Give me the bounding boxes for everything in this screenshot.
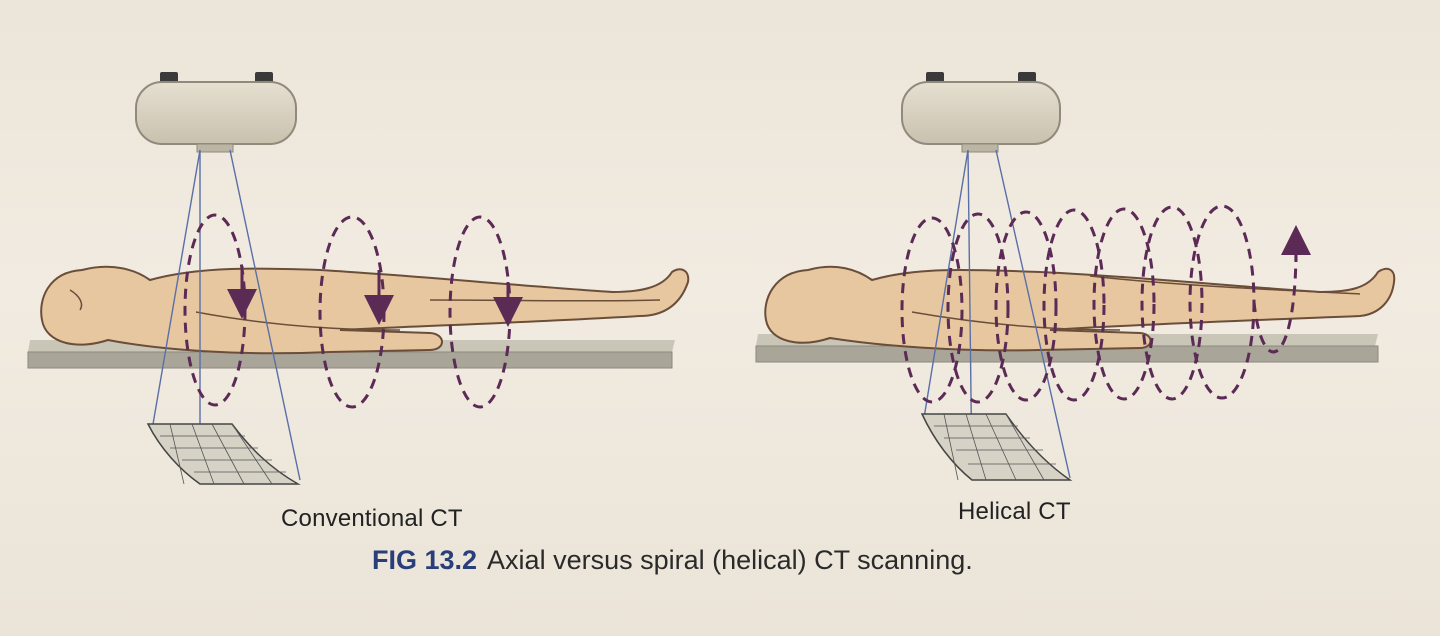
patient-body <box>764 265 1396 352</box>
figure-caption: FIG 13.2 Axial versus spiral (helical) CT… <box>372 545 973 576</box>
figure-number: FIG 13.2 <box>372 545 478 575</box>
xray-tube-icon <box>135 72 297 153</box>
helical-rotation-path <box>900 204 1311 404</box>
detector-array-icon <box>920 413 1073 481</box>
conventional-ct-panel <box>27 72 690 485</box>
conventional-ct-label: Conventional CT <box>281 505 463 532</box>
figure-caption-text: Axial versus spiral (helical) CT scannin… <box>487 545 973 575</box>
detector-array-icon <box>146 423 301 485</box>
axial-rotation-paths <box>183 213 523 409</box>
helical-ct-label: Helical CT <box>958 498 1071 525</box>
helical-ct-panel <box>755 72 1396 481</box>
xray-tube-icon <box>901 72 1061 153</box>
